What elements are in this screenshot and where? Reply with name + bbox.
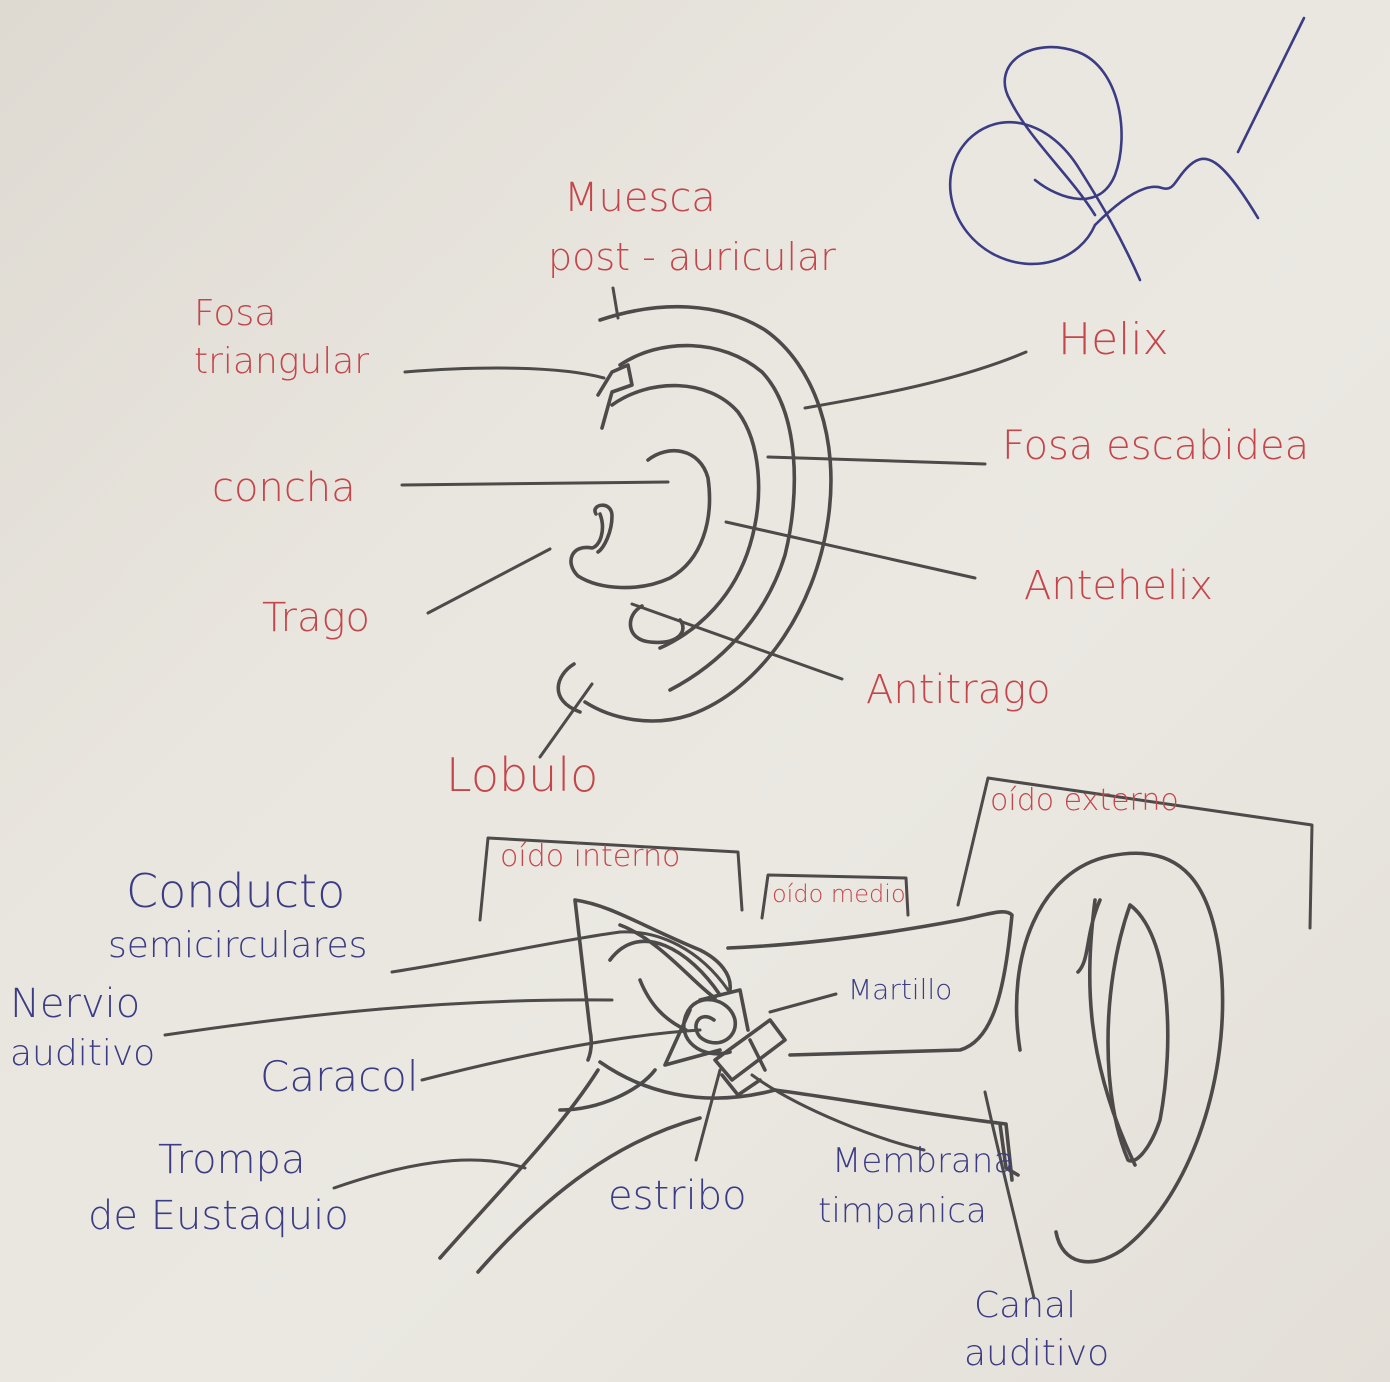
label-antehelix: Antehelix: [1024, 566, 1213, 606]
leader-lobulo: [540, 684, 592, 757]
label-trompa-line1: Trompa: [158, 1140, 305, 1180]
label-canal-line1: Canal: [974, 1288, 1076, 1324]
label-membrana-line1: Membrana: [832, 1144, 1014, 1178]
external-ear-outer: [1017, 853, 1223, 1262]
leader-trompa: [334, 1160, 525, 1188]
leader-trago: [428, 549, 550, 613]
leader-fosa-escafoidea: [768, 457, 985, 464]
label-oido-externo: oído externo: [990, 786, 1179, 816]
label-membrana-line2: timpanica: [818, 1194, 987, 1228]
label-nervio-line1: Nervio: [10, 984, 140, 1024]
eustachian-tube-inner: [478, 1070, 700, 1272]
concha-contour: [571, 451, 710, 588]
label-muesca: Muesca: [564, 178, 716, 218]
label-trago: Trago: [262, 598, 370, 638]
label-conducto-line2: semicirculares: [108, 928, 367, 964]
antihelix-section: [1108, 905, 1168, 1161]
doodle-zigzag: [1095, 159, 1258, 225]
antihelix-contour: [612, 386, 759, 648]
label-conducto-line1: Conducto: [126, 868, 345, 914]
label-post-auricular: post - auricular: [548, 238, 836, 276]
label-nervio-line2: auditivo: [10, 1036, 155, 1072]
leader-helix: [805, 352, 1026, 408]
semicircular-canals: [610, 925, 720, 1030]
label-caracol: Caracol: [260, 1056, 419, 1098]
label-antitrago: Antitrago: [866, 670, 1051, 710]
label-lobulo: Lobulo: [446, 752, 598, 798]
doodle-diagonal: [1238, 18, 1304, 152]
leader-canal: [985, 1092, 1034, 1298]
leader-membrana: [752, 1075, 924, 1150]
doodle-small-loop: [1005, 47, 1122, 215]
label-fosa-triangular-line1: Fosa: [194, 296, 276, 332]
label-trompa-line2: de Eustaquio: [88, 1196, 349, 1236]
leader-caracol: [422, 1030, 700, 1080]
label-oido-medio: oído medio: [772, 882, 906, 906]
leader-concha: [402, 482, 668, 485]
cochlea-spiral: [684, 1000, 735, 1054]
blue-ink-doodle: [950, 18, 1304, 280]
leader-nervio: [165, 1000, 612, 1035]
label-martillo: Martillo: [848, 976, 952, 1004]
pinna-drawing: [558, 307, 831, 721]
label-fosa-escafoidea: Fosa escabidea: [1002, 426, 1309, 466]
leader-martillo: [770, 994, 836, 1012]
label-helix: Helix: [1058, 318, 1169, 362]
label-canal-line2: auditivo: [964, 1336, 1109, 1372]
leader-fosa-triangular: [405, 368, 604, 378]
label-estribo: estribo: [608, 1176, 747, 1216]
doodle-big-loop: [950, 122, 1140, 280]
leader-antehelix: [726, 522, 975, 578]
leader-estribo: [696, 1070, 720, 1160]
label-oido-interno: oído interno: [500, 842, 680, 872]
label-concha: concha: [212, 468, 356, 508]
ossicle-chain: [715, 1020, 785, 1095]
label-fosa-triangular-line2: triangular: [194, 344, 369, 380]
